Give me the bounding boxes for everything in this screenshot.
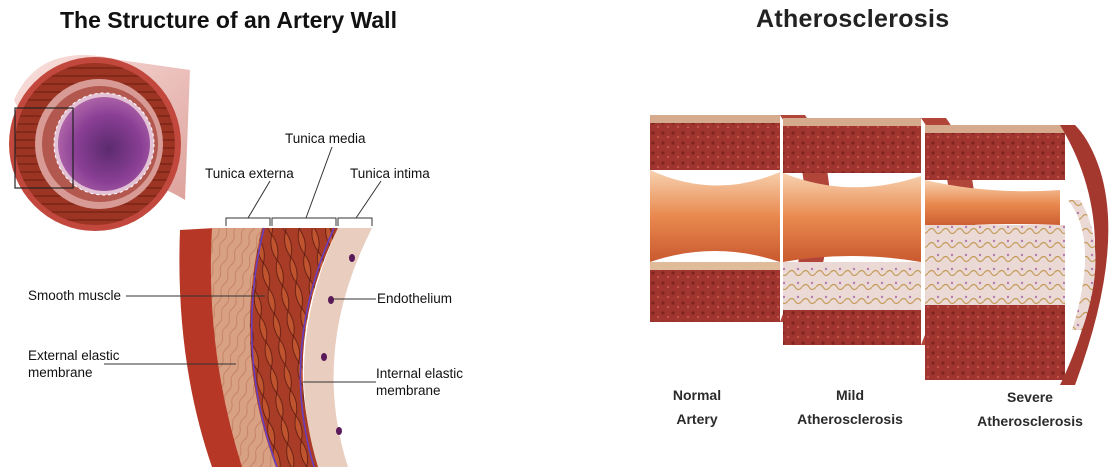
tunica-externa-label: Tunica externa (205, 165, 294, 182)
stage-label-normal: Normal Artery (652, 383, 742, 431)
tunica-media-label: Tunica media (285, 130, 366, 147)
smooth-muscle-label: Smooth muscle (28, 287, 121, 304)
stage-label-mild: Mild Atherosclerosis (770, 383, 930, 431)
endothelium-label: Endothelium (377, 290, 452, 307)
artery-wall-illustration (0, 0, 560, 467)
artery-wall-diagram: The Structure of an Artery Wall (0, 0, 560, 467)
external-elastic-membrane-label: External elastic membrane (28, 347, 120, 381)
stage-label-severe: Severe Atherosclerosis (950, 385, 1110, 433)
wall-cross-section (179, 228, 372, 467)
atherosclerosis-diagram: Atherosclerosis (620, 0, 1110, 467)
internal-elastic-membrane-label: Internal elastic membrane (376, 365, 463, 399)
artery-tube (9, 55, 190, 231)
layer-brackets (226, 218, 372, 226)
tunica-intima-label: Tunica intima (350, 165, 430, 182)
severe-atherosclerosis-segment (925, 125, 1108, 385)
